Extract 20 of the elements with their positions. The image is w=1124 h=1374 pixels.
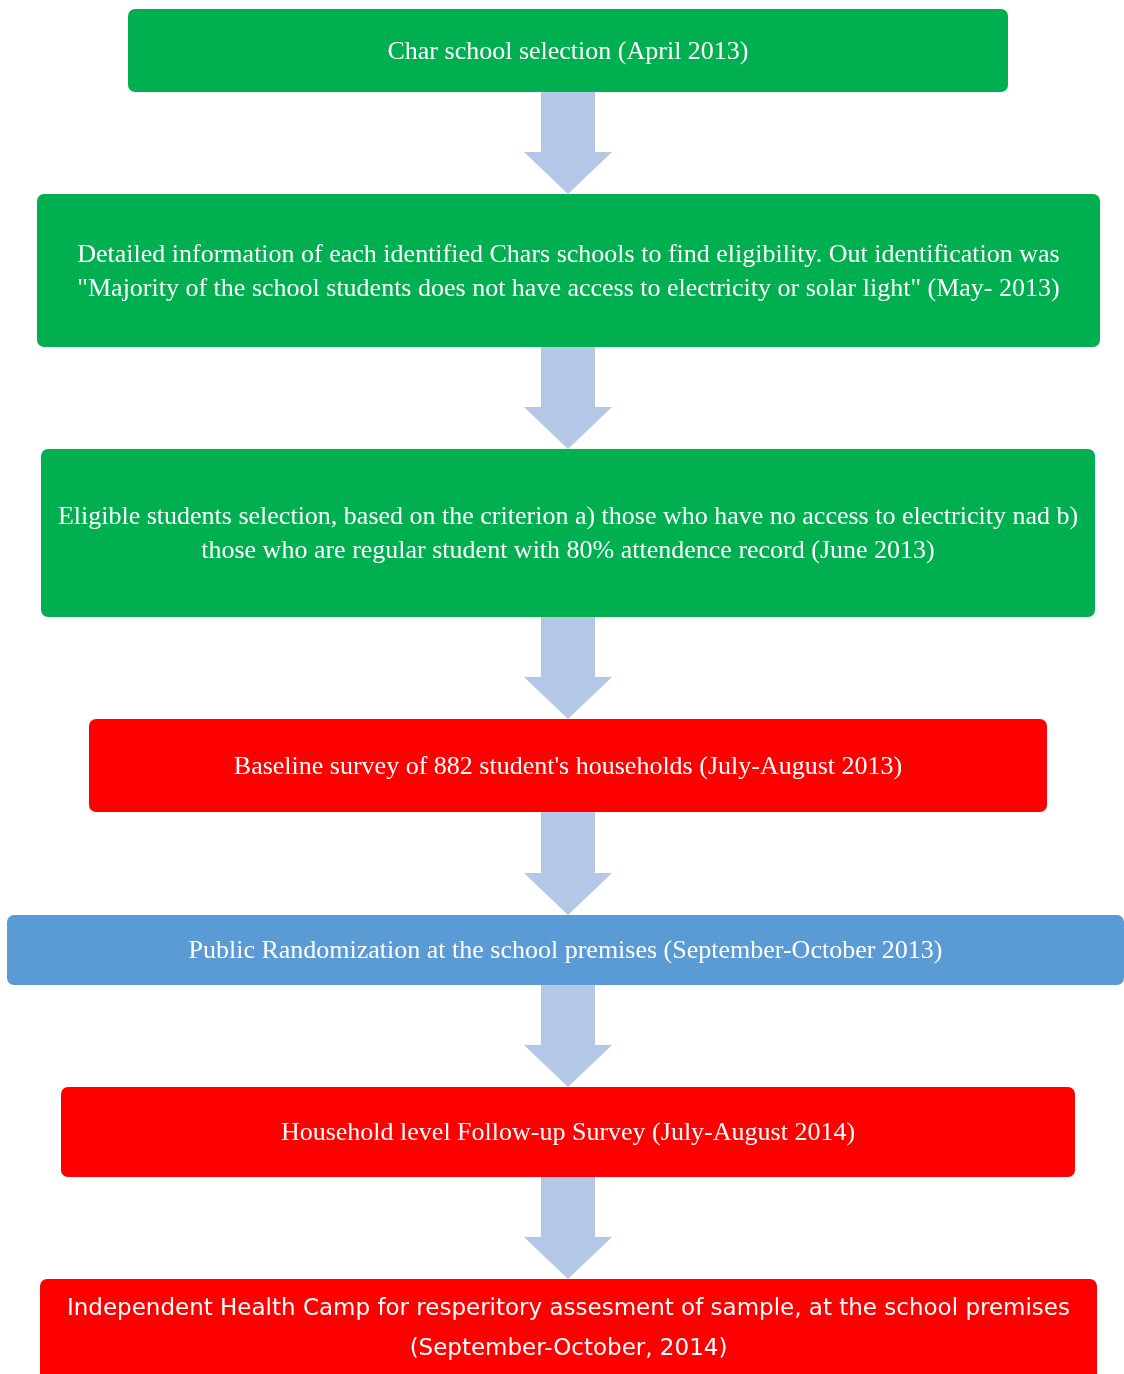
process-box <box>37 194 1100 347</box>
block-arrow <box>524 985 612 1087</box>
block-arrow <box>524 92 612 194</box>
step-text: Eligible students selection, based on the criterion a) those who have no access to electricity nad b) those who are regular student with 80% attendence record (June 2013) <box>56 500 1080 566</box>
process-box <box>128 9 1008 92</box>
step-text: Household level Follow-up Survey (July-August 2014) <box>280 1116 856 1148</box>
step-text: Baseline survey of 882 student's households (July-August 2013) <box>233 749 903 782</box>
block-arrow <box>524 1177 612 1279</box>
process-box <box>40 1279 1097 1374</box>
block-arrow <box>524 617 612 719</box>
step-text: Char school selection (April 2013) <box>387 34 749 67</box>
step-text: Independent Health Camp for resperitory assesment of sample, at the school premises (September-October, 2014) <box>66 1292 1071 1362</box>
step-text: Public Randomization at the school premises (September-October 2013) <box>188 934 943 966</box>
process-box <box>7 915 1124 985</box>
block-arrow <box>524 347 612 449</box>
process-box <box>89 719 1047 812</box>
step-text: Detailed information of each identified Chars schools to find eligibility. Out identification was "Majority of the school students does not have access to electricity or solar light" (May- 2013) <box>76 237 1061 304</box>
process-box <box>41 449 1095 617</box>
process-box <box>61 1087 1075 1177</box>
block-arrow <box>524 812 612 915</box>
